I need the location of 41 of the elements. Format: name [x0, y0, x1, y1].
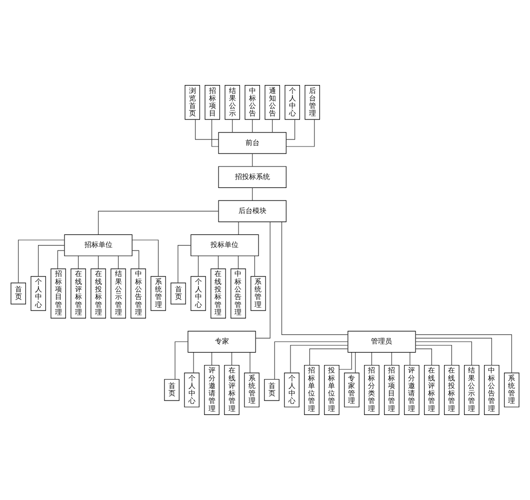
connector — [198, 256, 199, 277]
connector — [252, 119, 253, 133]
connector — [355, 352, 356, 374]
connector — [309, 348, 348, 366]
connector — [238, 222, 239, 235]
connector — [212, 119, 219, 147]
connector — [274, 341, 348, 380]
connector — [195, 119, 219, 140]
connector — [415, 344, 452, 366]
connector — [118, 256, 119, 269]
connector — [231, 352, 232, 366]
connector — [178, 245, 192, 284]
connector — [252, 187, 253, 201]
connector — [290, 344, 348, 374]
connector — [232, 119, 233, 133]
connector — [415, 348, 432, 366]
connector — [415, 334, 512, 374]
connector — [57, 250, 65, 270]
connector — [254, 256, 255, 277]
connector — [415, 338, 492, 366]
connector — [371, 352, 372, 366]
connector — [78, 256, 79, 269]
connector — [218, 256, 219, 269]
connector — [255, 222, 270, 338]
connector — [252, 153, 253, 167]
connector — [281, 222, 348, 335]
connector — [132, 250, 140, 270]
connector — [38, 245, 65, 277]
connector — [98, 210, 219, 235]
connector — [338, 352, 352, 370]
connector — [98, 256, 99, 269]
connector — [132, 240, 159, 277]
connector — [415, 341, 472, 366]
connector — [391, 352, 392, 366]
connector — [174, 341, 188, 380]
connector — [193, 352, 194, 374]
connector — [272, 119, 273, 133]
connector — [18, 240, 65, 283]
connector — [238, 256, 239, 269]
connector — [286, 119, 315, 147]
connector — [286, 119, 296, 140]
